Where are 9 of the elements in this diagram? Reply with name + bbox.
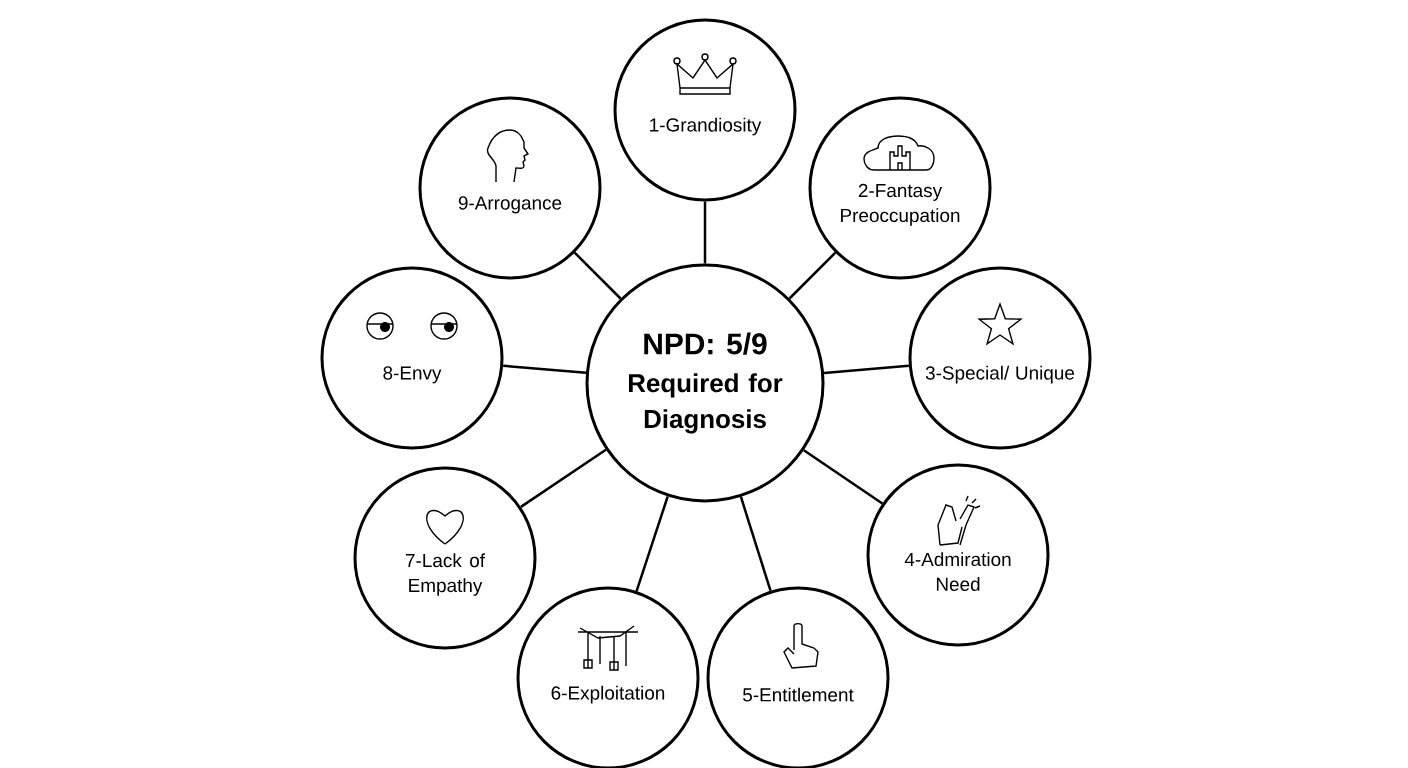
connector-line	[635, 496, 669, 592]
connector-line	[520, 448, 607, 508]
connector-line	[573, 251, 622, 300]
connector-line	[703, 201, 707, 264]
connector-line	[823, 364, 909, 375]
connector-line	[803, 449, 884, 505]
connector-line	[788, 251, 837, 300]
connector-line	[503, 364, 587, 375]
connector-line	[739, 496, 772, 592]
